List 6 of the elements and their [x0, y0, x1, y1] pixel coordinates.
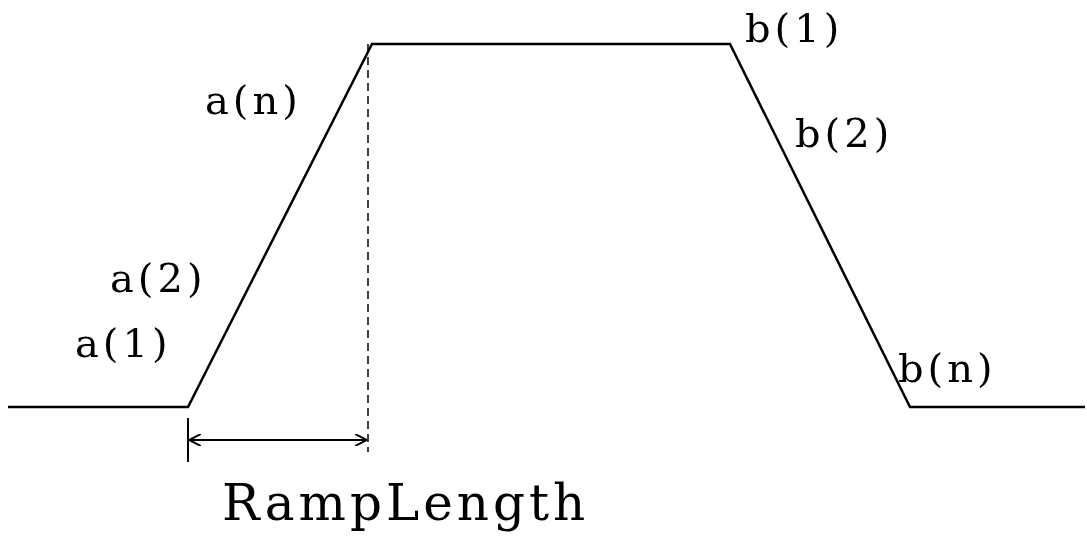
point-label: b(2) — [795, 113, 894, 153]
point-label: b(1) — [745, 8, 844, 48]
point-label: a(2) — [110, 258, 207, 298]
point-label: a(n) — [205, 80, 302, 120]
point-label: b(n) — [898, 348, 997, 388]
point-label: a(1) — [75, 323, 172, 363]
